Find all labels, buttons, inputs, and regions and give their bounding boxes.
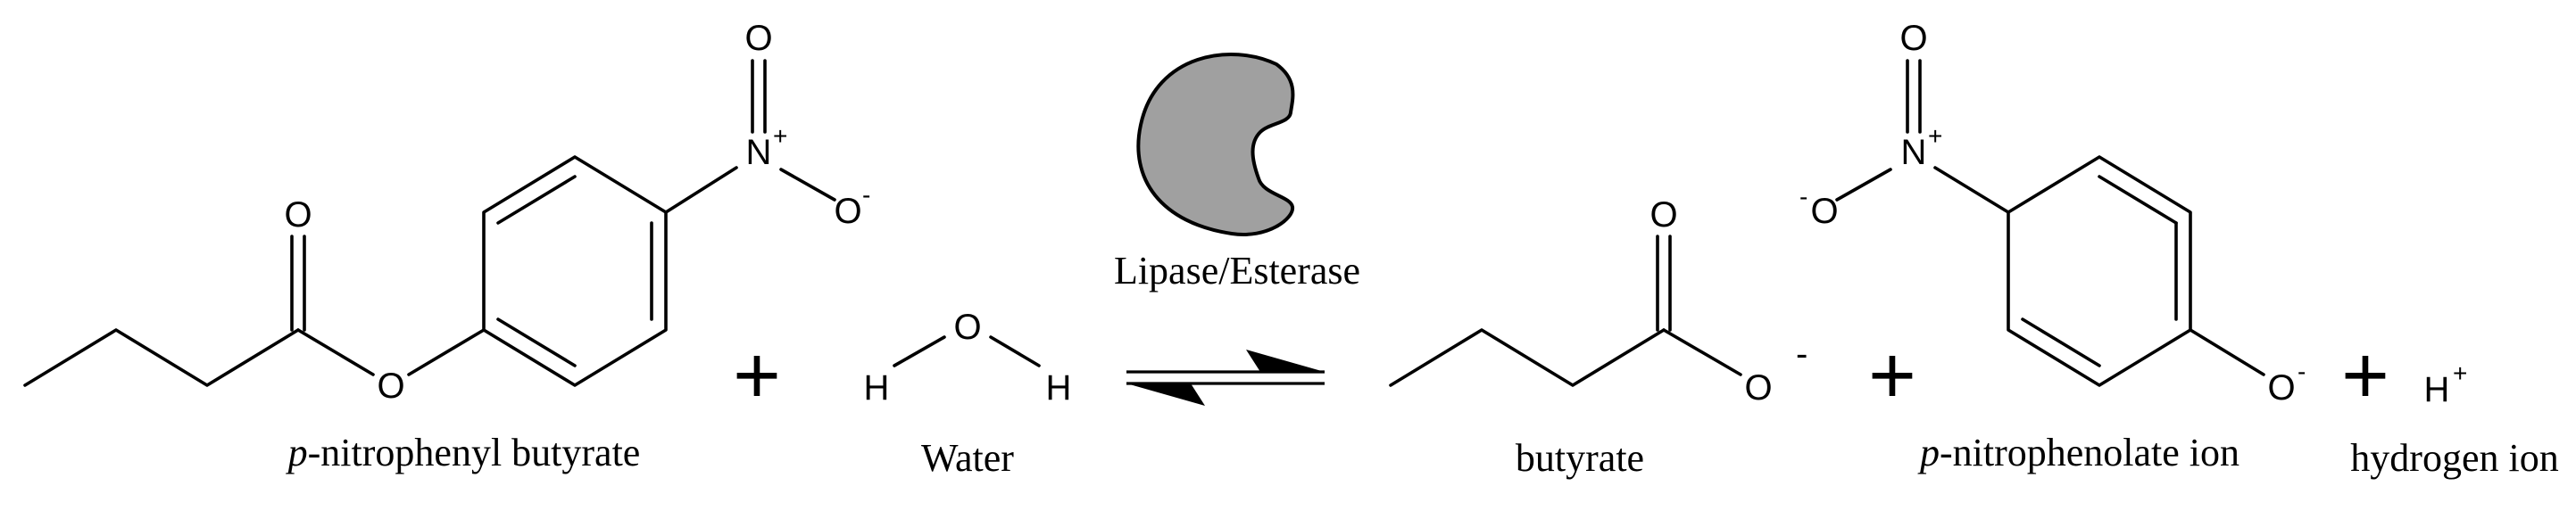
water-oxygen: O xyxy=(953,308,981,347)
carboxylate-oxygen: O xyxy=(1744,368,1772,408)
phenolate-nitro-oxygen-top: O xyxy=(1899,19,1927,58)
water-hydrogen-left: H xyxy=(864,368,890,408)
ester-oxygen: O xyxy=(377,367,404,406)
product2-label: p-nitrophenolate ion xyxy=(1917,431,2239,474)
ester-bond xyxy=(296,328,375,376)
forward-arrow-head xyxy=(1246,350,1325,372)
product1-label: butyrate xyxy=(1516,436,1644,480)
plus-sign-3: + xyxy=(2341,330,2389,421)
reverse-arrow-head xyxy=(1126,383,1205,406)
phenolate-nitrogen: N xyxy=(1901,133,1927,172)
enzyme-label: Lipase/Esterase xyxy=(1114,249,1360,293)
p-nitrophenolate-structure: N + O O - O - xyxy=(1799,19,2306,408)
enzyme-shape xyxy=(1136,53,1295,236)
nitrogen-charge: + xyxy=(773,122,787,150)
butyrate-structure: O O - xyxy=(1389,195,1807,408)
reactant1-label: p-nitrophenyl butyrate xyxy=(286,431,641,474)
reactant2-label: Water xyxy=(921,436,1014,480)
alkyl-chain xyxy=(23,328,300,387)
product3-label: hydrogen ion xyxy=(2350,436,2558,480)
nitro-oxygen-top: O xyxy=(744,19,772,58)
plus-sign-1: + xyxy=(733,330,781,421)
phenolate-nitro-oxygen-charge: - xyxy=(1799,183,1807,210)
phenolate-oxygen-charge: - xyxy=(2298,358,2306,385)
hydrogen-ion-charge: + xyxy=(2453,359,2467,387)
phenolate-nitrogen-charge: + xyxy=(1928,122,1942,150)
oxygen-charge: - xyxy=(862,181,870,209)
phenolate-oxygen: O xyxy=(2267,368,2295,408)
nitro-oxygen-side: O xyxy=(834,192,861,231)
plus-sign-2: + xyxy=(1868,330,1916,421)
water-hydrogen-right: H xyxy=(1046,368,1072,408)
equilibrium-arrows xyxy=(1126,350,1325,406)
carbonyl-oxygen: O xyxy=(284,195,312,235)
carboxylate-charge: - xyxy=(1796,334,1807,374)
hydrogen-ion-symbol: H xyxy=(2424,370,2450,409)
phenolate-nitro-oxygen-side: O xyxy=(1810,192,1838,231)
nitro-nitrogen: N xyxy=(746,133,772,172)
p-nitrophenyl-butyrate-structure: O O N + O O - xyxy=(23,19,870,406)
water-structure: H O H xyxy=(864,308,1072,408)
benzene-ring xyxy=(482,155,668,387)
carboxylate-oxygen-top: O xyxy=(1649,195,1677,235)
